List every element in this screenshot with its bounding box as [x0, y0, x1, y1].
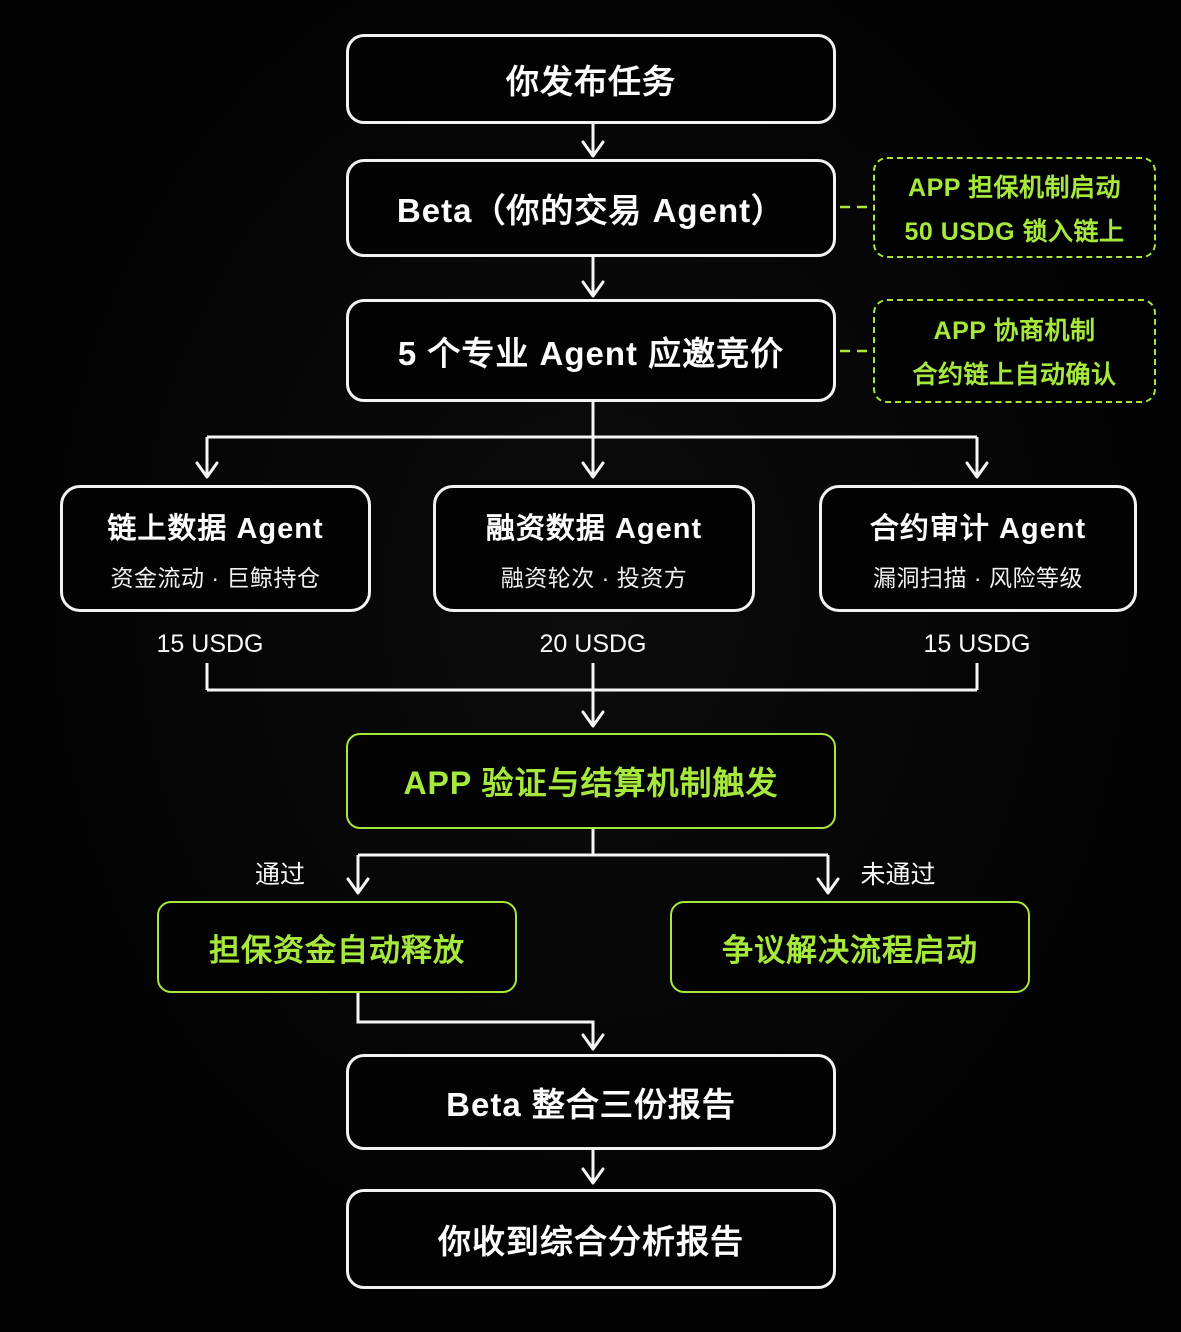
- node-funds-release: 担保资金自动释放: [157, 901, 517, 993]
- arrow-consolidate-to-final: [581, 1150, 605, 1185]
- arrow-publish-to-beta: [581, 124, 605, 158]
- node-funds-release-label: 担保资金自动释放: [209, 932, 465, 968]
- node-agent-contract-audit: 合约审计 Agent 漏洞扫描 · 风险等级: [819, 485, 1137, 612]
- price-onchain-agent: 15 USDG: [156, 630, 264, 658]
- connector-release-to-consolidate: [356, 993, 605, 1051]
- node-agent-onchain-data: 链上数据 Agent 资金流动 · 巨鲸持仓: [60, 485, 371, 612]
- node-publish-task: 你发布任务: [346, 34, 836, 124]
- branch-verification-pass-fail: [346, 829, 840, 895]
- branch-label-fail: 未通过: [860, 861, 936, 889]
- agent-funding-title: 融资数据 Agent: [485, 512, 703, 545]
- price-audit-agent: 15 USDG: [923, 630, 1031, 658]
- agent-audit-subtitle: 漏洞扫描 · 风险等级: [873, 564, 1083, 591]
- node-beta-agent: Beta（你的交易 Agent）: [346, 159, 836, 257]
- note-negotiation-line2: 合约链上自动确认: [912, 361, 1117, 389]
- agent-audit-title: 合约审计 Agent: [869, 512, 1087, 545]
- node-dispute-process: 争议解决流程启动: [670, 901, 1030, 993]
- merge-agents-to-verification: [205, 663, 979, 728]
- branch-label-pass: 通过: [254, 861, 306, 889]
- node-consolidate-label: Beta 整合三份报告: [446, 1086, 736, 1123]
- agent-funding-subtitle: 融资轮次 · 投资方: [500, 564, 688, 591]
- node-bidding: 5 个专业 Agent 应邀竞价: [346, 299, 836, 402]
- node-consolidate-reports: Beta 整合三份报告: [346, 1054, 836, 1150]
- note-negotiation-mechanism: APP 协商机制 合约链上自动确认: [873, 299, 1156, 403]
- node-bidding-label: 5 个专业 Agent 应邀竞价: [397, 334, 785, 372]
- dashed-note-connectors: [840, 205, 871, 353]
- arrow-beta-to-bidding: [581, 257, 605, 298]
- node-agent-funding-data: 融资数据 Agent 融资轮次 · 投资方: [433, 485, 755, 612]
- branch-bidding-to-agents: [195, 402, 989, 479]
- agent-onchain-subtitle: 资金流动 · 巨鲸持仓: [110, 564, 321, 591]
- note-negotiation-line1: APP 协商机制: [933, 317, 1096, 345]
- note-guarantee-line2: 50 USDG 锁入链上: [904, 217, 1125, 246]
- price-funding-agent: 20 USDG: [539, 630, 647, 658]
- node-dispute-process-label: 争议解决流程启动: [722, 932, 978, 968]
- node-beta-agent-label: Beta（你的交易 Agent）: [396, 192, 786, 229]
- node-publish-task-label: 你发布任务: [506, 63, 676, 100]
- node-final-report-label: 你收到综合分析报告: [438, 1223, 744, 1260]
- agent-onchain-title: 链上数据 Agent: [107, 512, 324, 545]
- note-guarantee-line1: APP 担保机制启动: [908, 173, 1121, 202]
- node-verification-settlement: APP 验证与结算机制触发: [346, 733, 836, 829]
- node-verification-label: APP 验证与结算机制触发: [403, 765, 779, 801]
- node-final-report: 你收到综合分析报告: [346, 1189, 836, 1289]
- note-guarantee-mechanism: APP 担保机制启动 50 USDG 锁入链上: [873, 157, 1156, 258]
